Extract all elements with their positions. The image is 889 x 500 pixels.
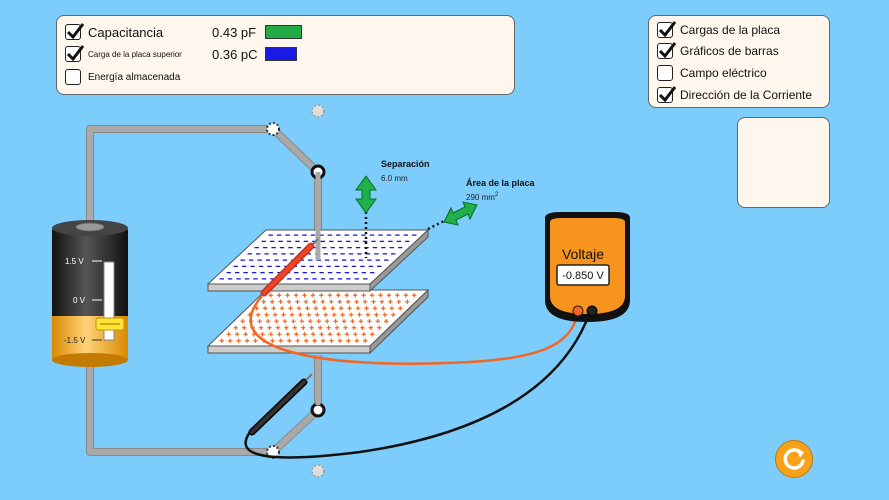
stored-energy-checkbox[interactable] <box>65 69 81 85</box>
current-direction-label: Dirección de la Corriente <box>680 88 813 102</box>
electric-field-checkbox[interactable] <box>657 65 673 81</box>
battery: 1.5 V 0 V -1.5 V <box>52 220 128 367</box>
view-option-bar-graphs[interactable]: Gráficos de barras <box>657 42 779 59</box>
top-plate-charge-value: 0.36 pC <box>212 47 258 62</box>
separation-label: Separación <box>381 159 430 169</box>
voltmeter-title: Voltaje <box>562 246 604 262</box>
current-direction-checkbox[interactable] <box>657 86 677 103</box>
voltmeter[interactable]: Voltaje -0.850 V <box>545 212 630 322</box>
capacitance-bar <box>265 25 302 39</box>
plate-area-value: 290 mm <box>466 193 495 202</box>
plate-charges-label: Cargas de la placa <box>680 23 781 37</box>
battery-tick-high: 1.5 V <box>65 257 84 266</box>
separation-value: 6.0 mm <box>381 174 408 183</box>
checkmark-icon <box>658 21 677 38</box>
black-probe[interactable] <box>248 373 313 436</box>
reset-button[interactable] <box>775 440 813 478</box>
top-plate-charge-checkbox[interactable] <box>65 45 85 62</box>
bar-graphs-checkbox[interactable] <box>657 42 677 59</box>
bottom-plate <box>206 288 430 355</box>
checkmark-icon <box>66 23 85 40</box>
stored-energy-row[interactable]: Energía almacenada <box>65 69 180 85</box>
plate-area-readout: 290 mm2 <box>466 192 499 202</box>
electric-field-label: Campo eléctrico <box>680 66 767 80</box>
empty-readout-panel <box>737 117 830 208</box>
view-option-plate-charges[interactable]: Cargas de la placa <box>657 21 781 38</box>
view-option-current-direction[interactable]: Dirección de la Corriente <box>657 86 813 103</box>
top-plate-charge-bar <box>265 47 297 61</box>
meters-panel: Capacitancia 0.43 pF Carga de la placa s… <box>56 15 515 95</box>
bar-graphs-label: Gráficos de barras <box>680 44 779 58</box>
capacitance-value: 0.43 pF <box>212 25 257 40</box>
capacitance-checkbox[interactable] <box>65 23 85 40</box>
plate-area-arrow-icon <box>443 201 478 226</box>
rotate-arrow-icon <box>783 448 805 470</box>
black-probe-lead <box>244 311 592 459</box>
battery-tick-low: -1.5 V <box>64 336 86 345</box>
plate-area-control[interactable] <box>427 201 478 231</box>
plate-area-unit-exponent: 2 <box>495 192 499 198</box>
checkmark-icon <box>658 86 677 103</box>
separation-arrow-icon <box>355 175 377 214</box>
separation-control[interactable] <box>355 175 377 258</box>
view-options-panel: Cargas de la placa Gráficos de barras Ca… <box>648 15 830 108</box>
battery-tick-zero: 0 V <box>73 296 86 305</box>
checkmark-icon <box>66 45 85 62</box>
voltmeter-reading: -0.850 V <box>562 270 604 282</box>
stored-energy-label: Energía almacenada <box>88 71 181 83</box>
top-plate-charge-label: Carga de la placa superior <box>88 49 182 59</box>
negative-charges <box>219 234 417 280</box>
plate-charges-checkbox[interactable] <box>657 21 677 38</box>
voltmeter-display <box>556 264 610 286</box>
capacitance-row[interactable]: Capacitancia <box>65 23 164 40</box>
positive-charges <box>219 293 417 343</box>
top-plate-charge-row[interactable]: Carga de la placa superior <box>65 45 182 62</box>
checkmark-icon <box>658 42 677 59</box>
plate-area-label: Área de la placa <box>466 178 536 188</box>
capacitance-label: Capacitancia <box>88 24 164 40</box>
view-option-electric-field[interactable]: Campo eléctrico <box>657 65 767 81</box>
switch-nodes[interactable] <box>266 104 326 478</box>
red-probe-lead <box>249 295 580 365</box>
red-probe[interactable] <box>260 238 319 297</box>
